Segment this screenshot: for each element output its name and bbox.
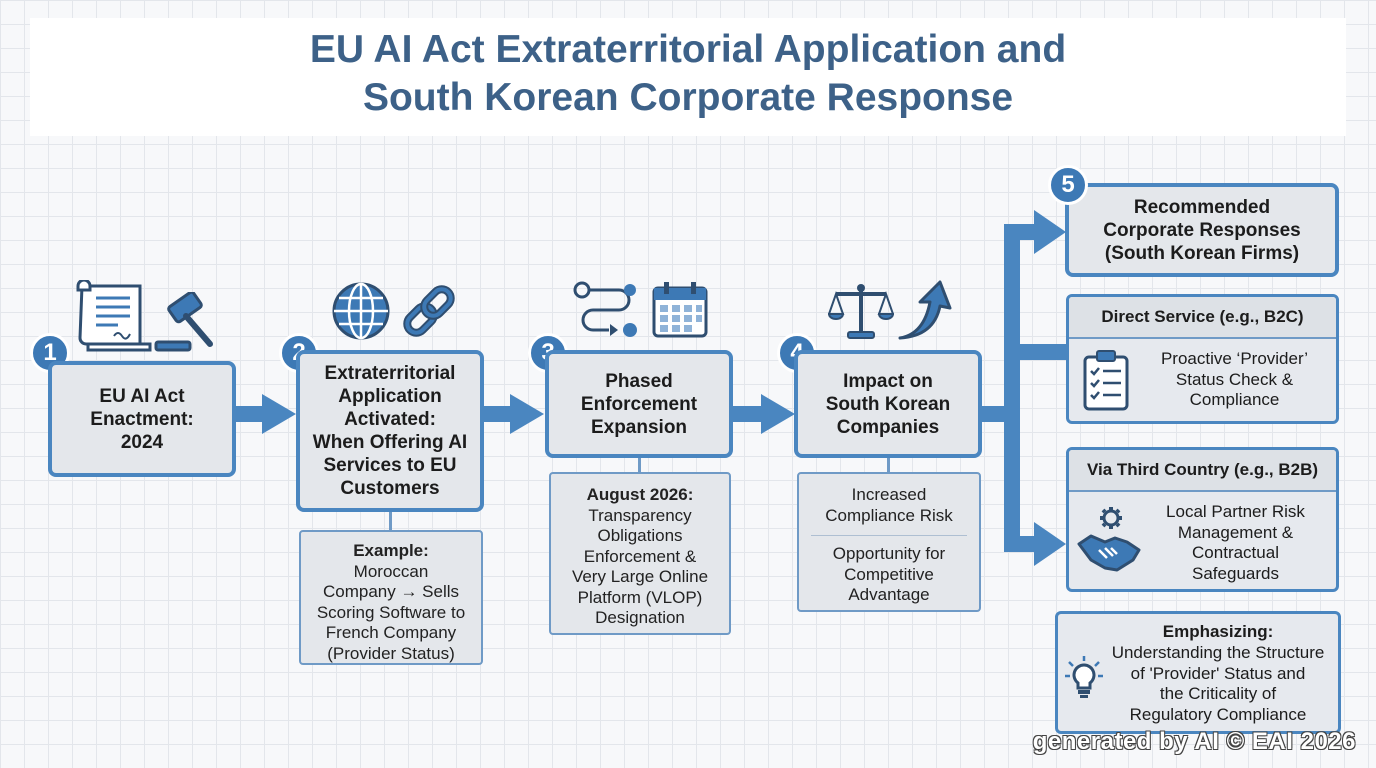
chain-link-icon <box>403 285 455 337</box>
impact-box: Increased Compliance Risk Opportunity fo… <box>797 472 981 612</box>
gavel-icon <box>154 292 213 352</box>
direct-service-heading: Direct Service (e.g., B2C) <box>1069 297 1336 339</box>
branch-to-direct <box>1004 344 1068 360</box>
branch-to-5-head <box>1034 210 1066 254</box>
arrow-3-4-head <box>761 394 795 434</box>
connector-3-enforcement <box>638 457 641 474</box>
scales-icon <box>828 284 894 339</box>
step-5-box: Recommended Corporate Responses (South K… <box>1065 183 1339 277</box>
example-heading: Example: <box>353 541 429 560</box>
branch-vertical <box>1004 228 1020 548</box>
arrow-2-3 <box>484 406 512 422</box>
arrow-1-2 <box>236 406 264 422</box>
document-scroll-icon <box>76 280 152 352</box>
watermark: generated by AI © EAI 2026 <box>1032 728 1356 755</box>
example-text: Moroccan Company → Sells Scoring Softwar… <box>316 561 466 663</box>
direct-service-text: Proactive ‘Provider’ Status Check & Comp… <box>1160 349 1309 409</box>
step-2-box: Extraterritorial Application Activated: … <box>296 350 484 512</box>
connector-4-impact <box>887 457 890 473</box>
globe-icon <box>332 282 390 340</box>
page-title: EU AI Act Extraterritorial Application a… <box>309 28 1067 119</box>
arrow-3-4 <box>733 406 763 422</box>
branch-to-third <box>1004 536 1038 552</box>
enforcement-box: August 2026: Transparency Obligations En… <box>549 472 731 635</box>
title-band <box>30 18 1346 136</box>
connector-2-example <box>389 510 392 532</box>
third-country-panel: Via Third Country (e.g., B2B) Local Part… <box>1066 447 1339 592</box>
workflow-icon <box>573 281 637 337</box>
arrow-4-branch <box>982 406 1010 422</box>
calendar-icon <box>652 282 708 338</box>
impact-divider <box>811 535 967 536</box>
enforcement-heading: August 2026: <box>586 485 694 504</box>
step-3-box: Phased Enforcement Expansion <box>545 350 733 458</box>
emphasis-heading: Emphasizing: <box>1162 622 1274 641</box>
emphasis-panel: Emphasizing: Understanding the Structure… <box>1055 611 1341 734</box>
arrow-2-3-head <box>510 394 544 434</box>
arrow-1-2-head <box>262 394 296 434</box>
third-country-heading: Via Third Country (e.g., B2B) <box>1069 450 1336 492</box>
step-1-box: EU AI Act Enactment: 2024 <box>48 361 236 477</box>
direct-service-panel: Direct Service (e.g., B2C) Proactive ‘Pr… <box>1066 294 1339 424</box>
branch-to-5 <box>1004 224 1038 240</box>
third-country-text: Local Partner Risk Management & Contract… <box>1166 502 1305 583</box>
handshake-gear-icon <box>1077 507 1141 572</box>
branch-to-third-head <box>1034 522 1066 566</box>
step-5-badge: 5 <box>1048 165 1088 205</box>
clipboard-checklist-icon <box>1083 350 1129 411</box>
impact-risk: Increased Compliance Risk <box>825 485 953 525</box>
emphasis-text: Understanding the Structure of 'Provider… <box>1111 643 1325 724</box>
step-4-box: Impact on South Korean Companies <box>794 350 982 458</box>
lightbulb-icon <box>1065 656 1103 698</box>
example-box: Example: Moroccan Company → Sells Scorin… <box>299 530 483 665</box>
enforcement-text: Transparency Obligations Enforcement & V… <box>571 505 709 628</box>
curved-arrow-up-icon <box>898 280 952 340</box>
impact-opportunity: Opportunity for Competitive Advantage <box>832 544 946 604</box>
